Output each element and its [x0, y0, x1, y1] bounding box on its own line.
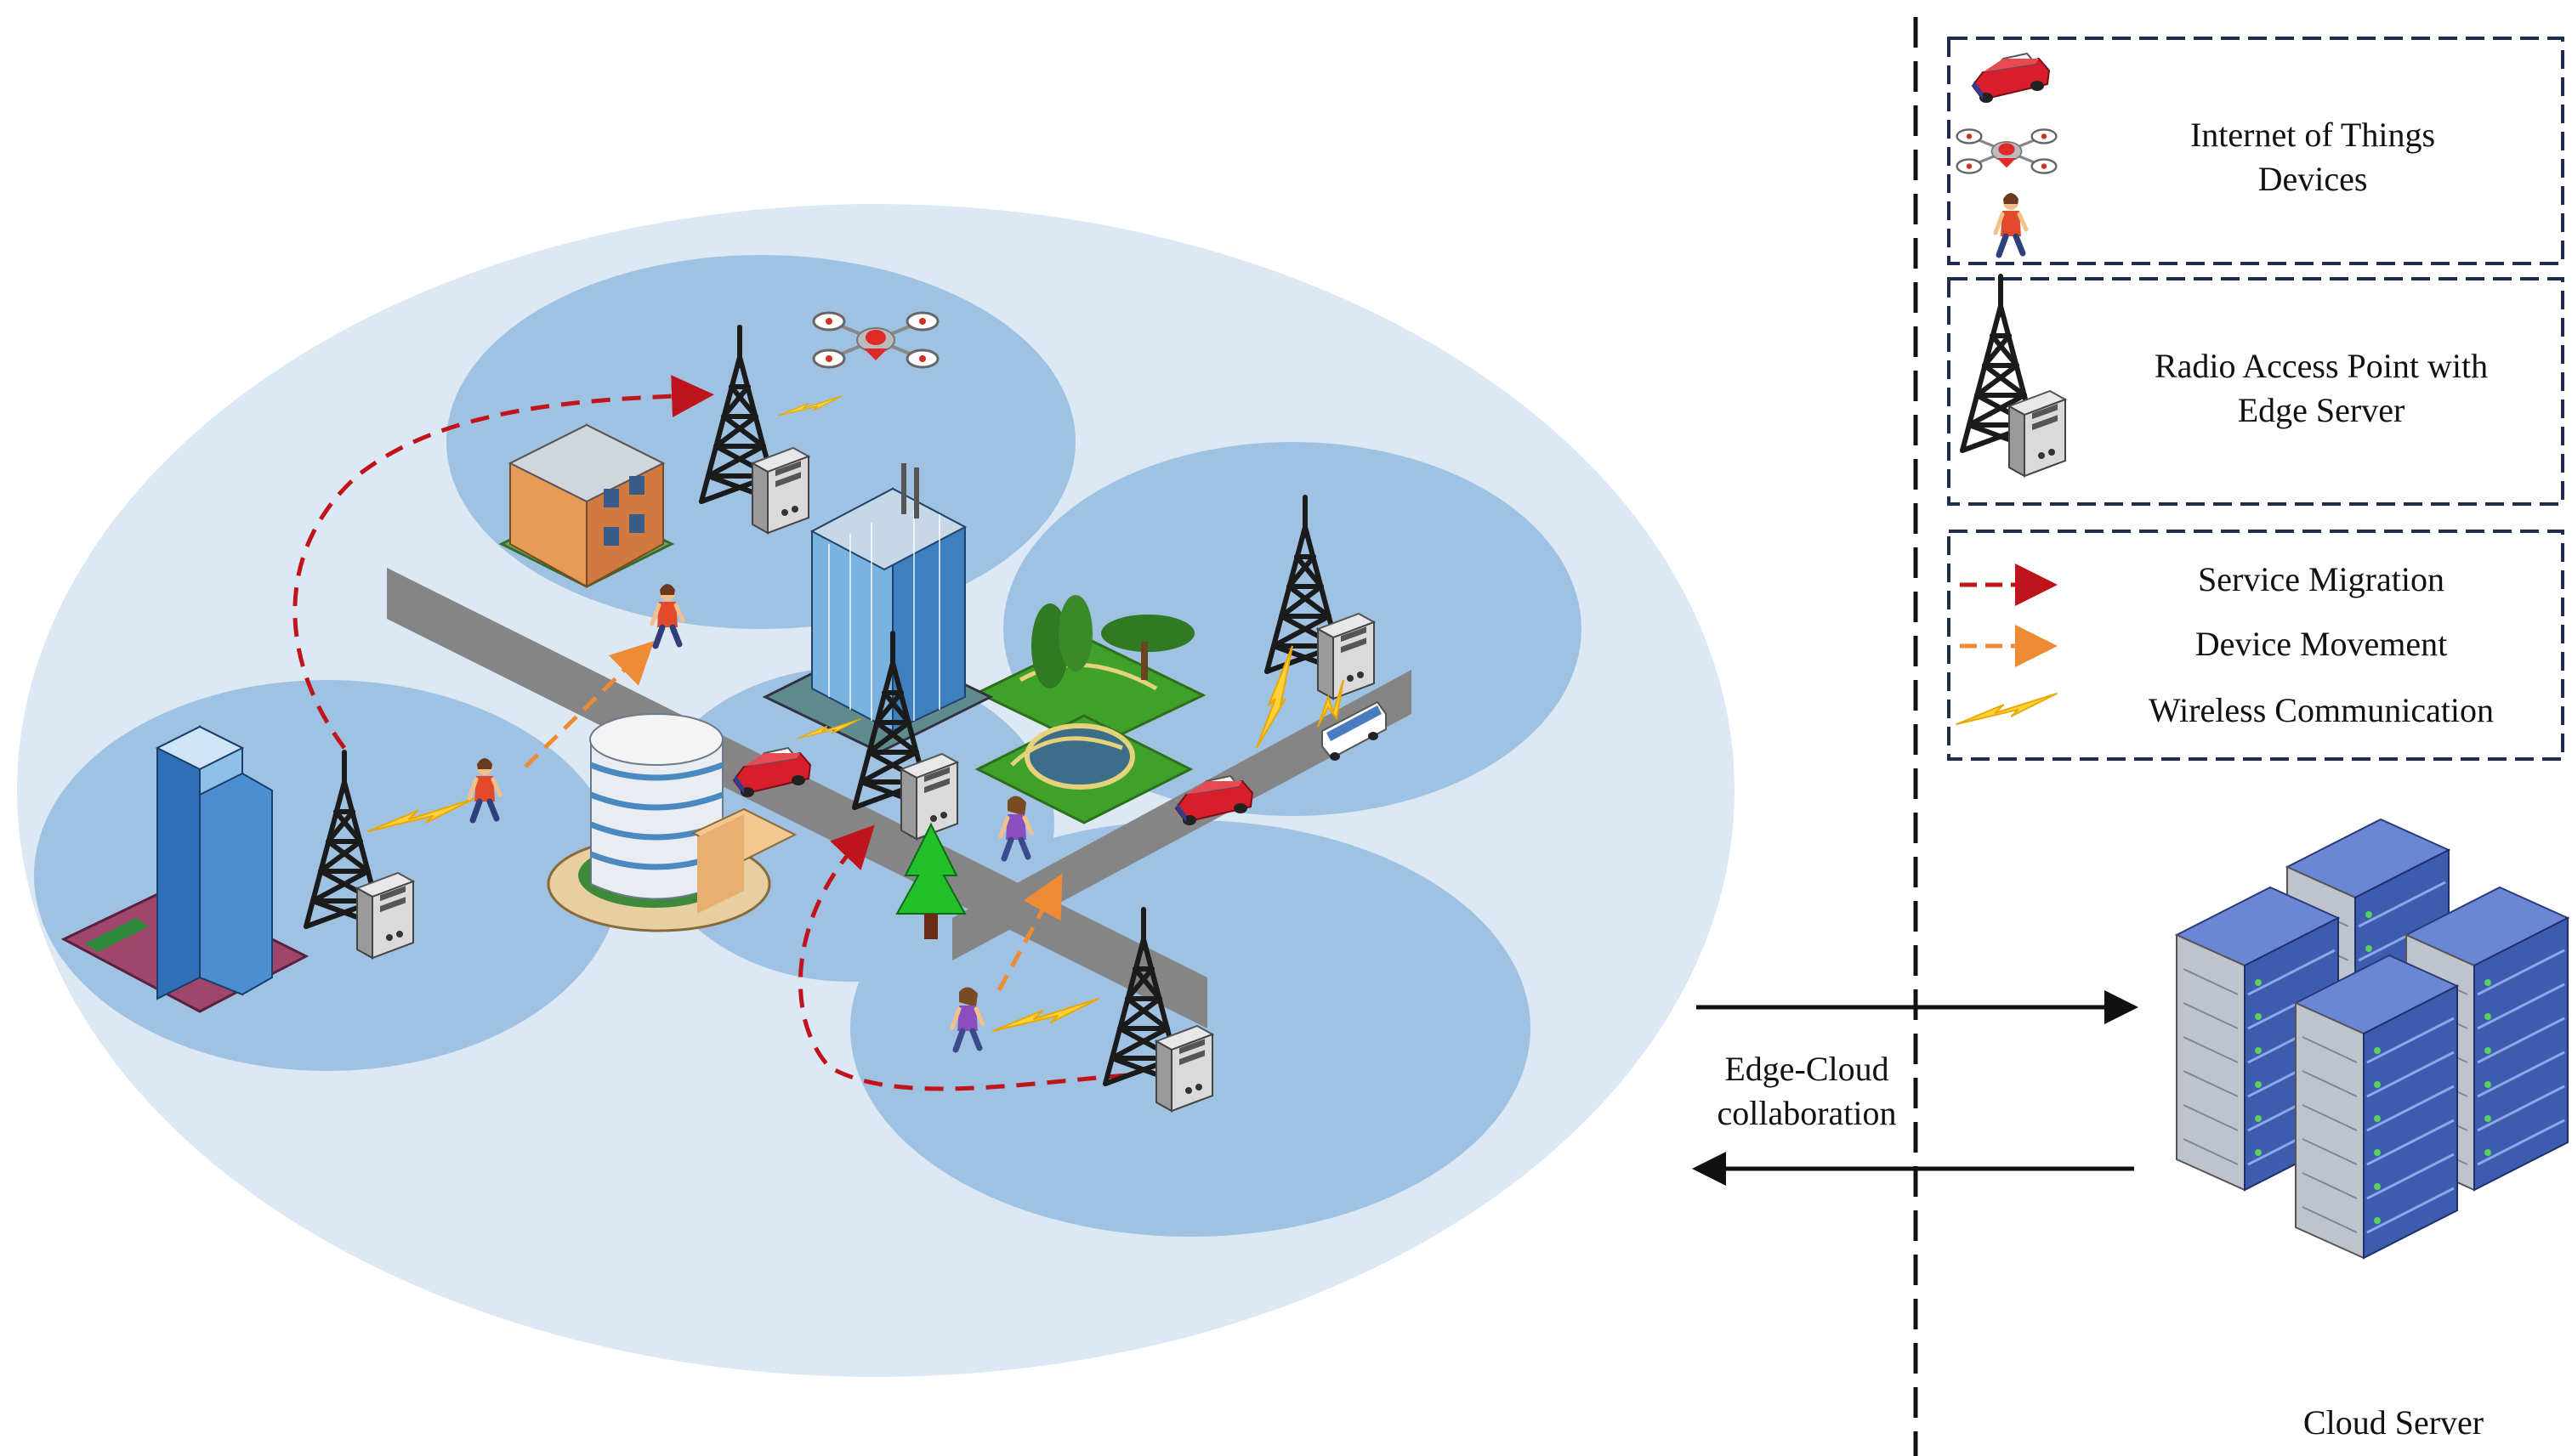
edge-cloud-label: Edge-Cloud collaboration — [1717, 1050, 1897, 1132]
lightning-icon — [1256, 645, 1293, 749]
cloud-server-rack-icon — [2175, 818, 2569, 1260]
legend-wireless-label: Wireless Communication — [2148, 691, 2495, 729]
edge-server-icon — [2008, 390, 2066, 477]
edge-server-icon — [356, 872, 414, 959]
edge-server-icon — [752, 447, 809, 534]
bus-icon — [1321, 700, 1387, 761]
legend-rap-label: Radio Access Point with Edge Server — [2154, 347, 2489, 429]
lightning-icon — [1317, 679, 1344, 728]
tree-icon — [895, 822, 967, 939]
wireless-links — [367, 395, 1344, 1032]
lightning-icon — [1956, 693, 2058, 726]
legend-arrows-box — [1947, 530, 2564, 761]
building-icon — [762, 463, 994, 754]
park-icon — [974, 595, 1207, 824]
building-icon — [60, 725, 309, 1013]
device-movement-arrows — [524, 641, 1063, 992]
legend-iot-box — [1947, 37, 2564, 265]
iot-devices — [469, 311, 1387, 1050]
edge-cloud-arrows — [1692, 990, 2138, 1186]
legend-device-movement-label: Device Movement — [2194, 625, 2448, 663]
service-migration-arrows — [292, 375, 1127, 1091]
legend-iot-label: Internet of Things Devices — [2189, 116, 2436, 198]
car-icon — [1972, 53, 2050, 104]
edge-server-icon — [1317, 613, 1375, 700]
cloud-server-label: Cloud Server — [2302, 1403, 2484, 1442]
legend — [1947, 37, 2564, 761]
edge-server-icon — [1155, 1025, 1213, 1112]
building-icon — [547, 713, 798, 932]
person-icon — [1996, 193, 2026, 255]
legend-rap-box — [1947, 277, 2564, 506]
legend-service-migration-label: Service Migration — [2198, 560, 2444, 598]
building-icon — [498, 423, 675, 588]
drone-icon — [1956, 127, 2058, 175]
